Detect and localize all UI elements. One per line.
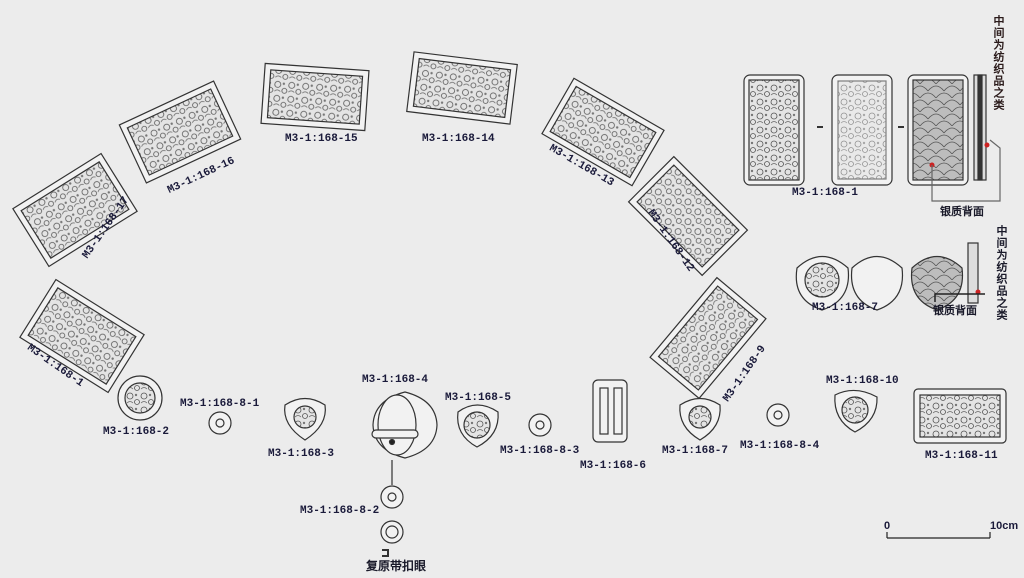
plaque-15 <box>260 62 370 132</box>
scale-start: 0 <box>884 520 891 532</box>
label-168-5: M3-1:168-5 <box>445 392 512 404</box>
buckle-4 <box>371 391 438 485</box>
label-168-8-1: M3-1:168-8-1 <box>180 398 260 410</box>
plaque-13 <box>541 77 665 187</box>
label-168-14: M3-1:168-14 <box>422 133 495 145</box>
label-detail-168-1: M3-1:168-1 <box>792 187 859 199</box>
plaque-16 <box>118 80 242 184</box>
plaque-1-left <box>19 278 145 394</box>
scale-end: 10cm <box>990 520 1019 532</box>
annotation-silver-back-2: 银质背面 <box>933 304 977 317</box>
detail-168-7-middle <box>850 255 904 311</box>
restored-buckle-eye <box>380 520 404 557</box>
ornament-2 <box>117 375 163 421</box>
ornament-8-2 <box>380 485 404 509</box>
ornament-8-1 <box>208 411 232 435</box>
ornament-3 <box>284 397 326 441</box>
label-168-7: M3-1:168-7 <box>662 445 729 457</box>
ornament-8-4 <box>766 403 790 427</box>
ornament-10 <box>834 389 878 433</box>
ornament-5 <box>457 404 499 448</box>
detail-168-1-middle <box>831 74 893 186</box>
detail-168-7-front <box>795 255 850 311</box>
annotation-restored-buckle-eye: 复原带扣眼 <box>366 559 427 573</box>
scale-bar <box>886 532 991 539</box>
label-168-4: M3-1:168-4 <box>362 374 429 386</box>
ornament-7 <box>679 397 721 441</box>
detail-168-1-front <box>743 74 805 186</box>
label-168-8-2: M3-1:168-8-2 <box>300 505 380 517</box>
ornament-8-3 <box>528 413 552 437</box>
plaque-14 <box>406 51 518 125</box>
annotation-textile-middle-2: 中间为纺织品之类 <box>995 225 1008 321</box>
annotation-textile-middle-1: 中间为纺织品之类 <box>992 15 1005 111</box>
buckle-frame-6 <box>592 379 628 443</box>
label-168-6: M3-1:168-6 <box>580 460 647 472</box>
annotation-silver-back-1: 银质背面 <box>940 205 984 218</box>
label-168-15: M3-1:168-15 <box>285 133 358 145</box>
detail-168-1-back <box>907 74 969 186</box>
label-detail-168-7: M3-1:168-7 <box>812 302 879 314</box>
label-168-11: M3-1:168-11 <box>925 450 998 462</box>
plaque-17 <box>12 152 138 268</box>
label-168-8-4: M3-1:168-8-4 <box>740 440 820 452</box>
label-168-3: M3-1:168-3 <box>268 448 335 460</box>
plaque-11 <box>913 388 1007 444</box>
plaque-12 <box>627 155 749 277</box>
label-168-2: M3-1:168-2 <box>103 426 170 438</box>
label-168-10: M3-1:168-10 <box>826 375 899 387</box>
plaque-9 <box>649 276 767 400</box>
detail-168-1-side <box>973 74 987 181</box>
label-168-8-3: M3-1:168-8-3 <box>500 445 580 457</box>
